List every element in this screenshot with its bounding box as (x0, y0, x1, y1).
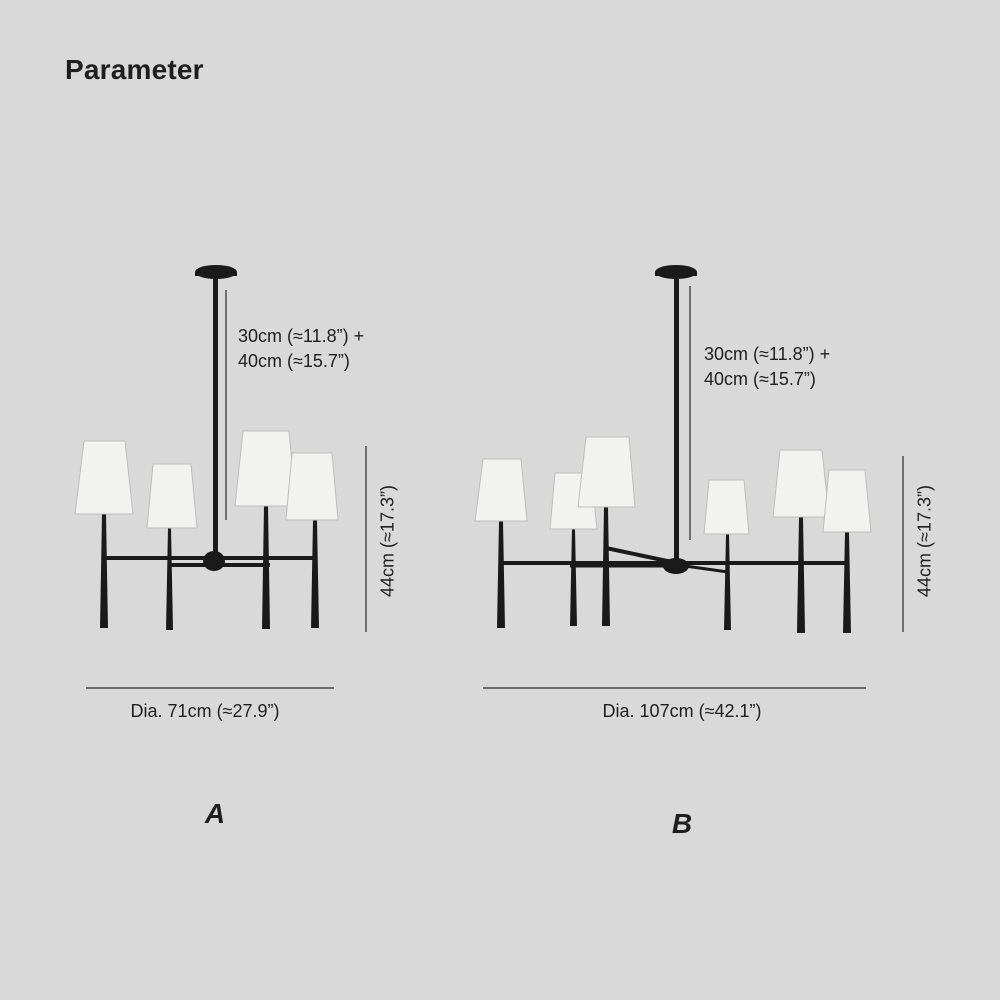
page-title: Parameter (65, 54, 204, 85)
diameter-label-a: Dia. 71cm (≈27.9”) (130, 701, 280, 721)
drop-label-b-line1: 30cm (≈11.8”) + (704, 344, 831, 364)
variant-label-a: A (204, 798, 226, 829)
drop-label-b: 30cm (≈11.8”) + 40cm (≈15.7”) (704, 342, 830, 392)
drop-label-a: 30cm (≈11.8”) + 40cm (≈15.7”) (238, 324, 364, 374)
chandelier-b-illustration (474, 265, 872, 633)
height-label-a: 44cm (≈17.3”) (377, 485, 398, 597)
variant-label-b: B (671, 808, 693, 839)
drop-label-a-line2: 40cm (≈15.7”) (238, 351, 350, 371)
chandelier-a-illustration (74, 265, 339, 630)
diameter-label-b: Dia. 107cm (≈42.1”) (602, 701, 762, 721)
drop-label-b-line2: 40cm (≈15.7”) (704, 369, 816, 389)
drop-label-a-line1: 30cm (≈11.8”) + (238, 326, 365, 346)
height-label-b: 44cm (≈17.3”) (914, 485, 935, 597)
